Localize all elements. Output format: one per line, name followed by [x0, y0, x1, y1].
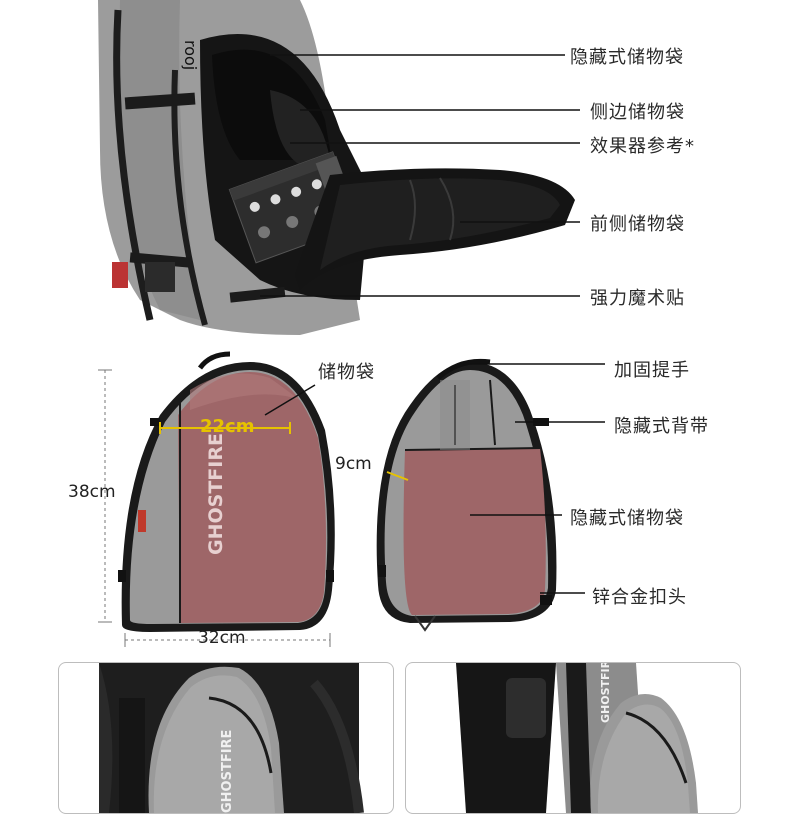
top-callout-lines: [260, 54, 580, 297]
open-bag-illustration: rooj: [98, 0, 575, 335]
person-wearing-bag-right: GHOSTFIRE: [456, 663, 698, 813]
callout-hidden-storage-bag: 隐藏式储物袋: [570, 47, 684, 68]
label-storage-bag: 储物袋: [318, 362, 375, 383]
bag-logo-left: GHOSTFIRE: [220, 730, 235, 813]
label-hidden-storage-bag: 隐藏式储物袋: [570, 508, 684, 529]
photo-panel-right: GHOSTFIRE: [405, 662, 741, 814]
bag-logo-right: GHOSTFIRE: [599, 663, 612, 723]
callout-side-storage-bag: 侧边储物袋: [590, 102, 685, 123]
callout-strong-velcro: 强力魔术贴: [590, 288, 685, 309]
dim-bottom-width: 32cm: [198, 628, 246, 648]
open-bag-photo: rooj: [0, 0, 800, 340]
bag-front-view: GHOSTFIRE: [98, 351, 605, 647]
dimensions-section: GHOSTFIRE: [0, 340, 800, 660]
dim-height: 38cm: [68, 482, 116, 502]
svg-text:rooj: rooj: [181, 40, 200, 70]
dim-depth: 9cm: [335, 454, 372, 474]
dim-inner-width: 22cm: [200, 416, 255, 437]
callout-front-storage-bag: 前侧储物袋: [590, 214, 685, 235]
person-wearing-bag-left: GHOSTFIRE: [99, 663, 364, 813]
label-zinc-alloy-buckle: 锌合金扣头: [592, 587, 687, 608]
label-hidden-straps: 隐藏式背带: [614, 416, 709, 437]
callout-effects-reference: 效果器参考*: [590, 136, 695, 157]
bag-logo-front: GHOSTFIRE: [205, 433, 227, 555]
label-reinforced-handle: 加固提手: [614, 360, 690, 381]
photo-panel-left: GHOSTFIRE: [58, 662, 394, 814]
